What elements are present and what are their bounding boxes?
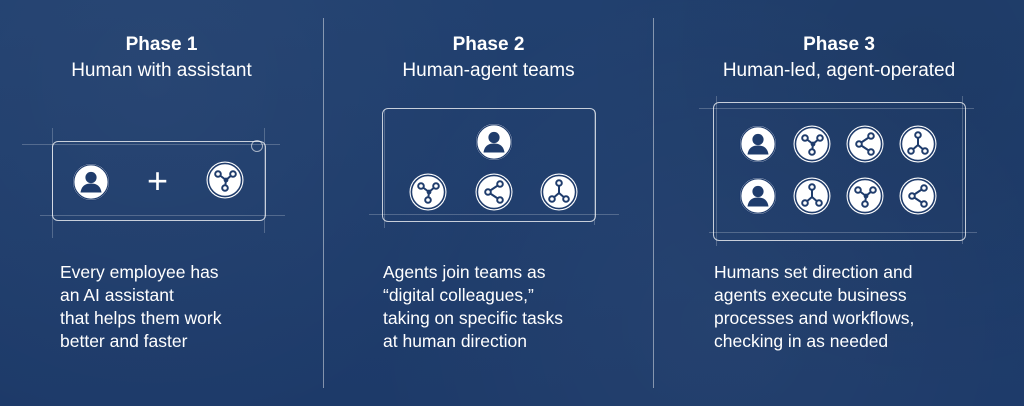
phase-1-column: Phase 1 Human with assistant + Every emp… [0,0,323,406]
sketch-line [699,108,974,109]
sketch-line [709,232,977,233]
agent-network-icon [898,176,938,216]
agent-network-icon [898,124,938,164]
agent-network-icon [845,124,885,164]
sketch-line [962,96,963,244]
phase-2-subtitle: Human-agent teams [402,60,575,81]
sketch-line [369,214,619,215]
phase-3-description: Humans set direction and agents execute … [714,262,915,351]
phase-2-description: Agents join teams as “digital colleagues… [383,262,563,351]
divider-1 [323,18,324,388]
sketch-line [264,128,265,233]
person-icon [474,122,514,162]
person-icon [738,124,778,164]
person-icon [738,176,778,216]
sketch-line [716,96,717,246]
sketch-line [594,110,595,225]
phase-2-frame [382,108,596,222]
agent-network-icon [792,124,832,164]
agent-network-icon [474,172,514,212]
sketch-line [22,144,280,145]
phase-3-title: Phase 3 [803,34,875,55]
divider-2 [653,18,654,388]
phase-2-column: Phase 2 Human-agent teams Agents join te… [324,0,653,406]
phase-3-frame [713,102,966,241]
phase-3-column: Phase 3 Human-led, agent-operated Humans… [654,0,1024,406]
agent-network-icon [205,160,245,200]
phase-1-subtitle: Human with assistant [71,60,252,81]
phase-2-title: Phase 2 [452,34,525,55]
frame-corner-mark [251,140,263,152]
phase-3-subtitle: Human-led, agent-operated [722,60,956,81]
sketch-line [384,110,385,228]
sketch-line [40,215,285,216]
agent-network-icon [845,176,885,216]
phase-1-description: Every employee has an AI assistant that … [60,262,222,351]
plus-icon: + [147,160,169,201]
agent-network-icon [408,172,448,212]
phase-1-title: Phase 1 [125,34,198,55]
person-icon [71,162,111,202]
agent-network-icon [792,176,832,216]
agent-network-icon [539,172,579,212]
phase-1-frame [52,141,266,221]
